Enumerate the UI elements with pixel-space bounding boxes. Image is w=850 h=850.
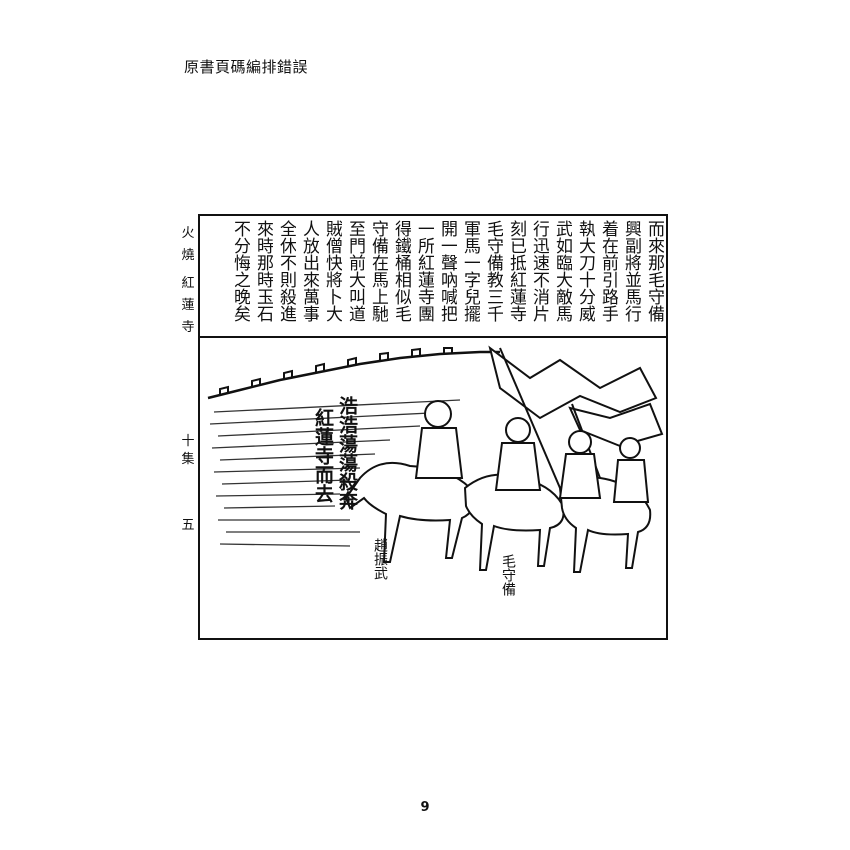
header-note: 原書頁碼編排錯誤: [184, 58, 309, 76]
figure-label: 毛守備: [500, 554, 516, 596]
text-column: 來時那時玉石: [253, 220, 273, 322]
text-column: 着在前引路手: [598, 220, 618, 322]
page-number: 9: [420, 800, 430, 815]
ground-hatching: [209, 399, 461, 547]
margin-char: 紅: [181, 276, 195, 291]
margin-char: 寺: [181, 320, 195, 335]
temple-wall-crenels: [219, 347, 453, 395]
battle-scene-drawing: [207, 345, 664, 573]
text-column: 武如臨大敵馬: [552, 220, 572, 322]
woodcut-illustration: 浩浩蕩蕩殺奔 紅蓮寺而去 趙振武 毛守備: [200, 338, 666, 638]
text-column: 一所紅蓮寺團: [414, 220, 434, 322]
text-column: 開一聲吶喊把: [437, 220, 457, 322]
text-column: 興副將並馬行: [621, 220, 641, 322]
illustration-caption: 紅蓮寺而去: [312, 408, 334, 503]
margin-char: 火: [181, 226, 195, 241]
figure-label: 趙振武: [372, 538, 388, 580]
riders: [414, 400, 650, 503]
margin-column: 火 燒 紅 蓮 寺 十 集 五: [176, 208, 198, 648]
text-column: 守備在馬上馳: [368, 220, 388, 322]
text-column: 行迅速不消片: [529, 220, 549, 322]
margin-char: 蓮: [181, 298, 195, 313]
banner-pole: [499, 347, 561, 489]
text-column: 賊僧快將卜大: [322, 220, 342, 322]
margin-char: 十: [181, 434, 195, 449]
text-column: 軍馬一字兒擺: [460, 220, 480, 322]
book-page: 火 燒 紅 蓮 寺 十 集 五 而來那毛守備 興副將並馬行 着在前引路手 執大刀…: [176, 208, 674, 648]
margin-char: 集: [181, 452, 195, 467]
page-frame: 而來那毛守備 興副將並馬行 着在前引路手 執大刀十分威 武如臨大敵馬 行迅速不消…: [198, 214, 668, 640]
temple-wall: [207, 350, 500, 400]
illustration-caption: 浩浩蕩蕩殺奔: [336, 396, 358, 510]
text-column: 執大刀十分威: [575, 220, 595, 322]
text-column: 刻已抵紅蓮寺: [506, 220, 526, 322]
text-column: 全休不則殺進: [276, 220, 296, 322]
text-column: 得鐵桶相似毛: [391, 220, 411, 322]
text-column: 而來那毛守備: [644, 220, 664, 322]
text-panel: 而來那毛守備 興副將並馬行 着在前引路手 執大刀十分威 武如臨大敵馬 行迅速不消…: [200, 216, 666, 338]
text-column: 毛守備教三千: [483, 220, 503, 322]
margin-char: 燒: [181, 248, 195, 263]
text-column: 不分悔之晚矣: [230, 220, 250, 322]
margin-char: 五: [181, 518, 195, 533]
text-column: 至門前大叫道: [345, 220, 365, 322]
text-column: 人放出來萬事: [299, 220, 319, 322]
